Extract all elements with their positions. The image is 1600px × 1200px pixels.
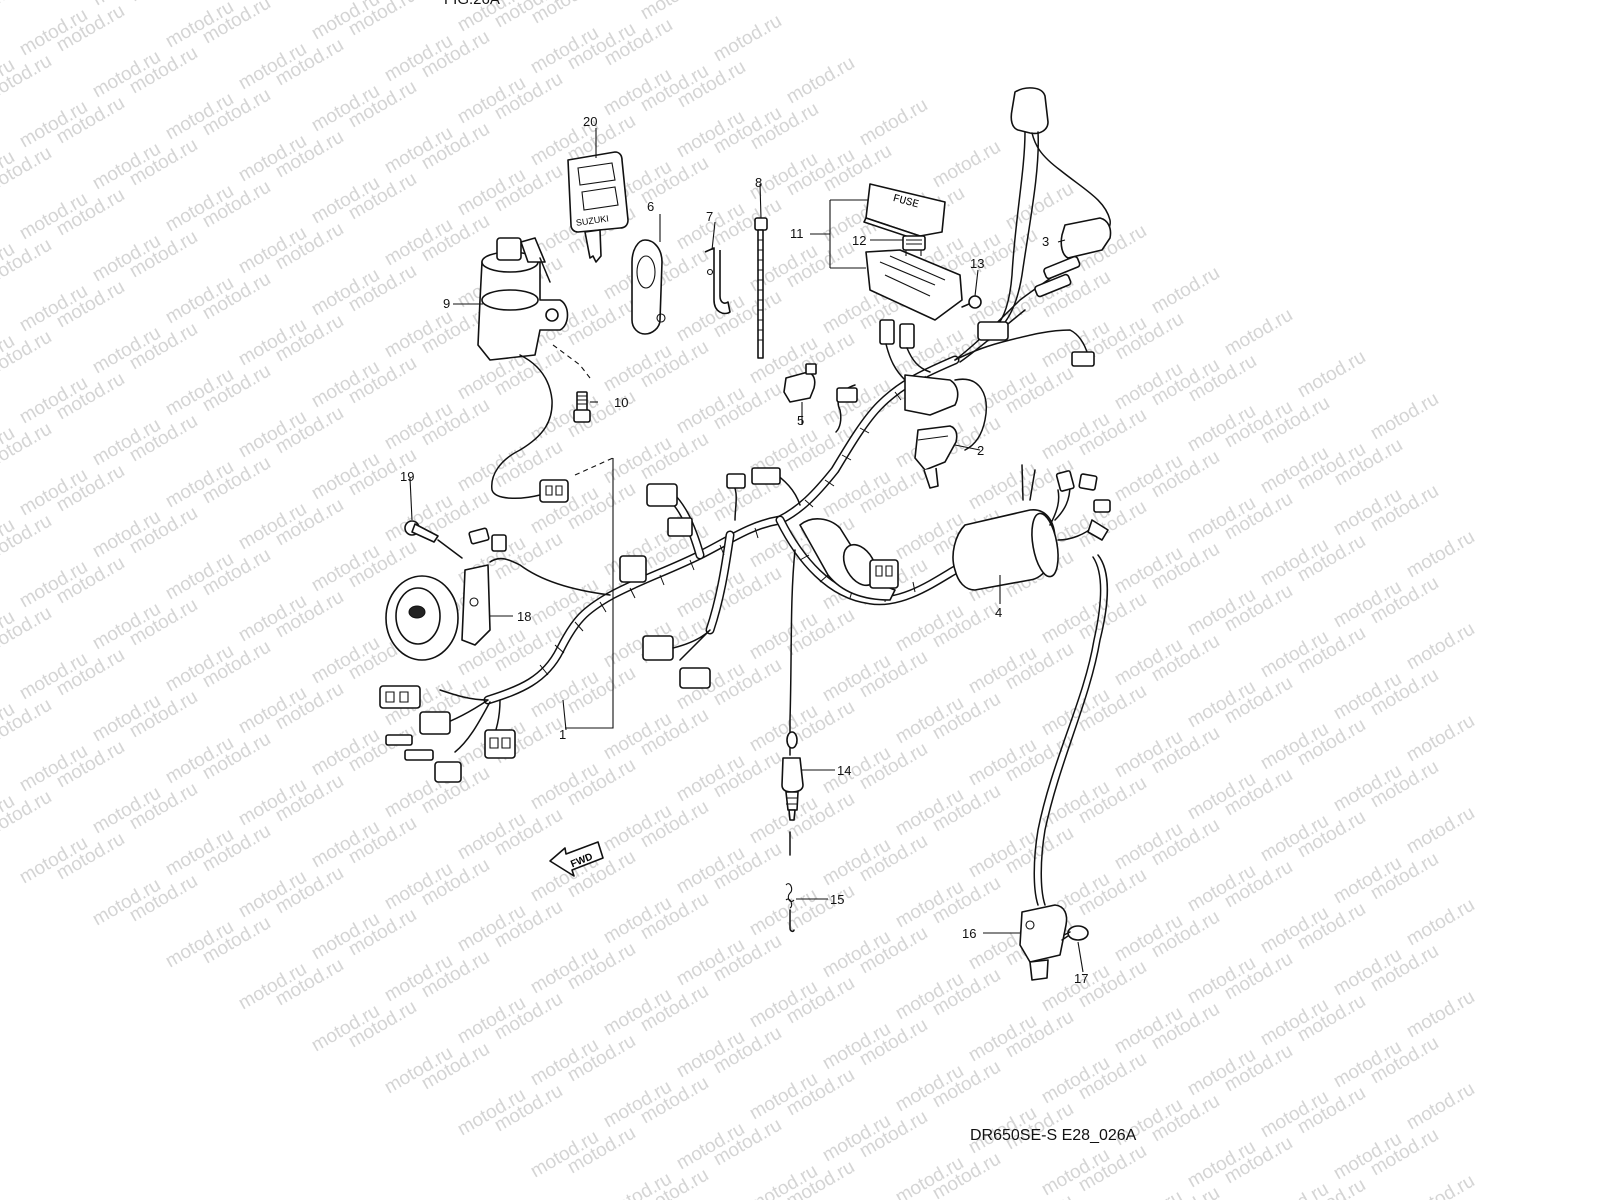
callout-19: 19: [400, 469, 415, 484]
ignition-key: SUZUKI: [567, 151, 629, 263]
callout-3: 3: [1042, 234, 1050, 249]
cable-tie: [754, 217, 768, 359]
figure-heading-cropped: FIG.26A: [444, 0, 500, 8]
mounting-screw: [1061, 925, 1089, 941]
callout-15: 15: [830, 892, 845, 907]
callout-16: 16: [962, 926, 977, 941]
screw: [961, 295, 982, 309]
wire-clamp: [704, 247, 731, 315]
callout-leaders: [409, 128, 1084, 973]
ignition-coil: [799, 464, 1111, 601]
connector-cap: [783, 363, 817, 403]
callout-13: 13: [970, 256, 985, 271]
callout-8: 8: [755, 175, 763, 190]
callout-9: 9: [443, 296, 451, 311]
callout-12: 12: [852, 233, 867, 248]
neutral-switch: [781, 549, 804, 821]
diagram-code: DR650SE-S E28_026A: [970, 1127, 1137, 1144]
forward-direction-arrow: FWD: [549, 841, 604, 877]
spring: [785, 831, 795, 933]
callout-2: 2: [977, 443, 985, 458]
callout-10: 10: [614, 395, 629, 410]
side-stand-switch: [1019, 554, 1108, 981]
callout-18: 18: [517, 609, 532, 624]
callout-20: 20: [583, 114, 598, 129]
key-cover: [631, 239, 666, 335]
callout-11: 11: [790, 226, 804, 241]
relay-connector: [977, 87, 1112, 341]
wiring-harness: [379, 255, 1095, 783]
fuse-box: FUSE: [863, 183, 987, 451]
callout-6: 6: [647, 199, 655, 214]
fuse: [902, 235, 926, 256]
horn: [385, 527, 611, 661]
ignition-switch: [477, 237, 569, 503]
relay: [914, 425, 958, 489]
callout-17: 17: [1074, 971, 1089, 986]
callout-1: 1: [559, 727, 567, 742]
screw: [573, 391, 591, 423]
callout-4: 4: [995, 605, 1003, 620]
bolt: [404, 520, 463, 559]
callout-5: 5: [797, 413, 805, 428]
callout-7: 7: [706, 209, 714, 224]
callout-14: 14: [837, 763, 852, 778]
key-brand-label: SUZUKI: [575, 213, 609, 227]
